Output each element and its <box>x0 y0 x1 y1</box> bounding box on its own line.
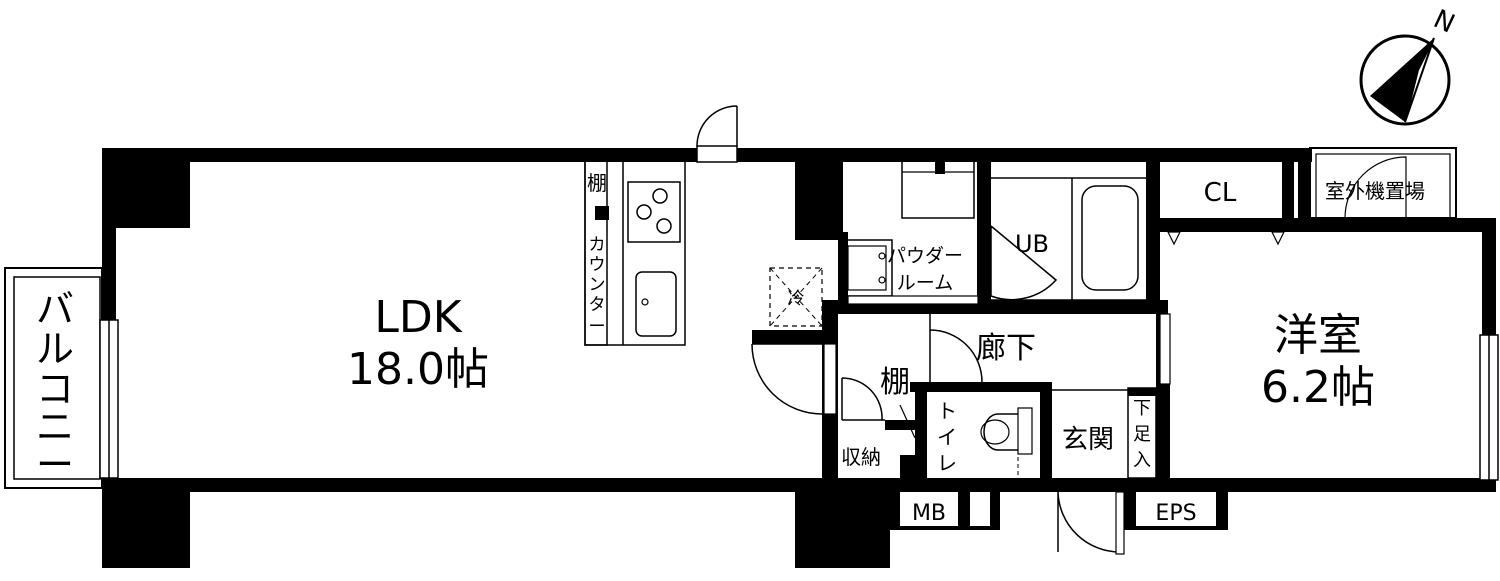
ldk-size: 18.0帖 <box>347 344 489 395</box>
unit-bath: UB <box>990 177 1146 301</box>
outdoor-unit-label: 室外機置場 <box>1325 179 1425 203</box>
entrance: 玄関 下 足 入 <box>1052 387 1157 555</box>
shoe-box-label-1: 下 <box>1133 398 1151 419</box>
powder-label-2: ルーム <box>897 272 953 294</box>
powder-label-1: パウダー <box>887 245 963 267</box>
right-window <box>1479 334 1499 481</box>
toilet-label-2: イ <box>937 425 957 449</box>
ldk-name: LDK <box>374 292 462 343</box>
toilet: ト イ レ <box>937 399 1033 478</box>
hallway: 廊下 棚 <box>751 313 1171 415</box>
balcony-label-1: バ <box>36 287 74 331</box>
mb-label: MB <box>912 501 946 526</box>
western-room-size: 6.2帖 <box>1261 362 1375 413</box>
kitchen-shelf-label: 棚 <box>587 171 607 195</box>
western-room-name: 洋室 <box>1274 310 1362 361</box>
entrance-label: 玄関 <box>1062 425 1114 455</box>
ub-label: UB <box>1015 230 1049 258</box>
counter-label-5: ー <box>589 317 606 337</box>
counter-label-1: カ <box>589 235 606 255</box>
outdoor-unit-area: 室外機置場 <box>1309 147 1457 219</box>
shoe-box-label-3: 入 <box>1133 450 1151 471</box>
balcony: バ ル コ ニ ー <box>4 267 103 489</box>
counter-label-4: タ <box>589 295 606 315</box>
closet: CL <box>1167 178 1285 246</box>
closet-label: CL <box>1204 178 1237 208</box>
shoe-box-label-2: 足 <box>1133 424 1151 445</box>
hallway-label: 廊下 <box>976 331 1036 366</box>
fridge-space: 冷 <box>769 267 823 327</box>
balcony-label-4: ニ <box>36 405 74 449</box>
left-window <box>99 319 119 479</box>
storage: 収納 <box>841 377 916 469</box>
counter-label-3: ン <box>589 275 606 295</box>
hall-shelf-label: 棚 <box>880 365 910 400</box>
toilet-label-1: ト <box>937 399 957 423</box>
north-label: N <box>1429 4 1459 39</box>
balcony-label-5: ー <box>36 443 74 487</box>
counter-label-2: ウ <box>589 255 606 275</box>
powder-room: パウダー ルーム <box>841 159 979 305</box>
top-door <box>696 105 738 163</box>
eps-label: EPS <box>1155 501 1196 526</box>
toilet-label-3: レ <box>937 451 957 475</box>
fridge-label: 冷 <box>788 289 805 309</box>
balcony-label-3: コ <box>36 367 74 411</box>
balcony-label-2: ル <box>36 327 74 371</box>
storage-label: 収納 <box>841 445 881 469</box>
kitchen: 棚 カ ウ ン タ ー <box>584 159 686 346</box>
north-compass-icon: N <box>1359 4 1459 126</box>
